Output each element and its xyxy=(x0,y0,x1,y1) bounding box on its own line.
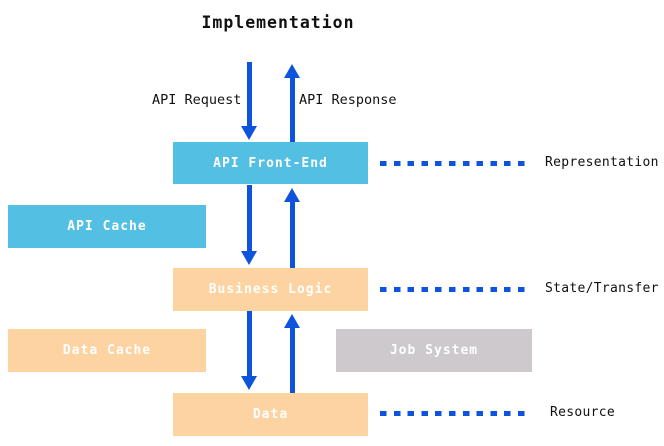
arrow-shaft xyxy=(246,62,252,128)
diagram-title: Implementation xyxy=(201,13,355,32)
job-system-label: Job System xyxy=(389,343,479,358)
api-response-label: API Response xyxy=(299,92,397,108)
arrow-head xyxy=(241,126,257,140)
arrow-head xyxy=(241,376,257,390)
arrow-shaft xyxy=(289,326,295,393)
api-cache-label: API Cache xyxy=(67,219,147,234)
arrow-head xyxy=(241,251,257,265)
logic-to-data-arrow-icon xyxy=(241,311,257,390)
logic-to-frontend-arrow-icon xyxy=(284,188,300,268)
resource-dashed-line xyxy=(380,411,528,416)
frontend-to-logic-arrow-icon xyxy=(241,185,257,265)
arrow-shaft xyxy=(246,311,252,378)
business-logic-box: Business Logic xyxy=(173,268,368,311)
representation-layer-label: Representation xyxy=(545,155,659,170)
arrow-shaft xyxy=(289,200,295,268)
representation-dashed-line xyxy=(380,161,528,166)
api-request-label: API Request xyxy=(152,92,242,108)
response-up-arrow-icon xyxy=(284,64,300,142)
request-down-arrow-icon xyxy=(241,62,257,140)
arrow-shaft xyxy=(289,76,295,142)
arrow-shaft xyxy=(246,185,252,253)
arrow-head xyxy=(284,314,300,328)
data-cache-box: Data Cache xyxy=(8,329,206,372)
state-transfer-dashed-line xyxy=(380,287,528,292)
data-box: Data xyxy=(173,393,368,436)
business-logic-label: Business Logic xyxy=(208,282,333,297)
state-transfer-layer-label: State/Transfer xyxy=(545,281,659,296)
api-cache-box: API Cache xyxy=(8,205,206,248)
data-cache-label: Data Cache xyxy=(62,343,152,358)
data-to-logic-arrow-icon xyxy=(284,314,300,393)
arrow-head xyxy=(284,188,300,202)
data-label: Data xyxy=(252,407,289,422)
arrow-head xyxy=(284,64,300,78)
job-system-box: Job System xyxy=(336,329,532,372)
resource-layer-label: Resource xyxy=(550,405,616,420)
api-front-end-label: API Front-End xyxy=(213,155,328,171)
api-front-end-box: API Front-End xyxy=(173,142,368,184)
